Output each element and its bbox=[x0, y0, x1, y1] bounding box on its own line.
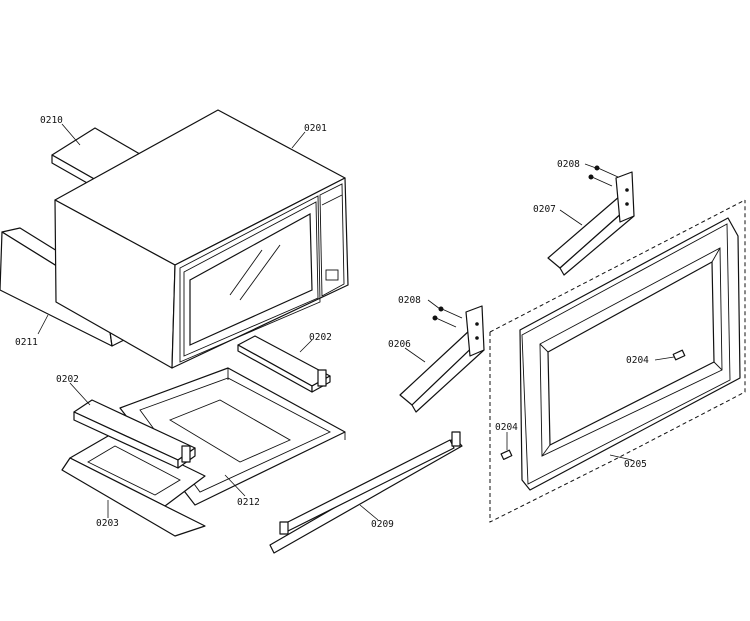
part-0206-bracket bbox=[399, 305, 485, 413]
label-0208-right: 0208 bbox=[557, 159, 580, 170]
label-0202-left: 0202 bbox=[56, 374, 79, 385]
label-0204-left: 0204 bbox=[495, 422, 518, 433]
label-0201: 0201 bbox=[304, 123, 327, 134]
leader-lines bbox=[37, 123, 675, 521]
part-0204-clip-left bbox=[500, 449, 513, 461]
part-labels: 0210 0201 0211 0202 0202 0203 0212 0208 … bbox=[15, 115, 649, 530]
label-0203: 0203 bbox=[96, 518, 119, 529]
part-0207-bracket bbox=[547, 171, 635, 276]
label-0202-right: 0202 bbox=[309, 332, 332, 343]
part-0201-microwave bbox=[54, 109, 349, 369]
part-0205-trim-frame bbox=[489, 199, 746, 523]
part-0204-clip-right bbox=[672, 349, 686, 361]
label-0209: 0209 bbox=[371, 519, 394, 530]
label-0212: 0212 bbox=[237, 497, 260, 508]
label-0208-left: 0208 bbox=[398, 295, 421, 306]
part-0208-screws-left bbox=[432, 306, 463, 328]
label-0211: 0211 bbox=[15, 337, 38, 348]
label-0205: 0205 bbox=[624, 459, 647, 470]
label-0206: 0206 bbox=[388, 339, 411, 350]
label-0204-right: 0204 bbox=[626, 355, 649, 366]
part-0202-bracket-right bbox=[237, 335, 331, 393]
part-0202-bracket-left bbox=[73, 399, 196, 469]
part-0209-rail bbox=[269, 431, 463, 554]
part-0208-screws-right bbox=[588, 165, 619, 187]
label-0207: 0207 bbox=[533, 204, 556, 215]
part-0203-bottom-tray bbox=[61, 431, 206, 537]
label-0210: 0210 bbox=[40, 115, 63, 126]
